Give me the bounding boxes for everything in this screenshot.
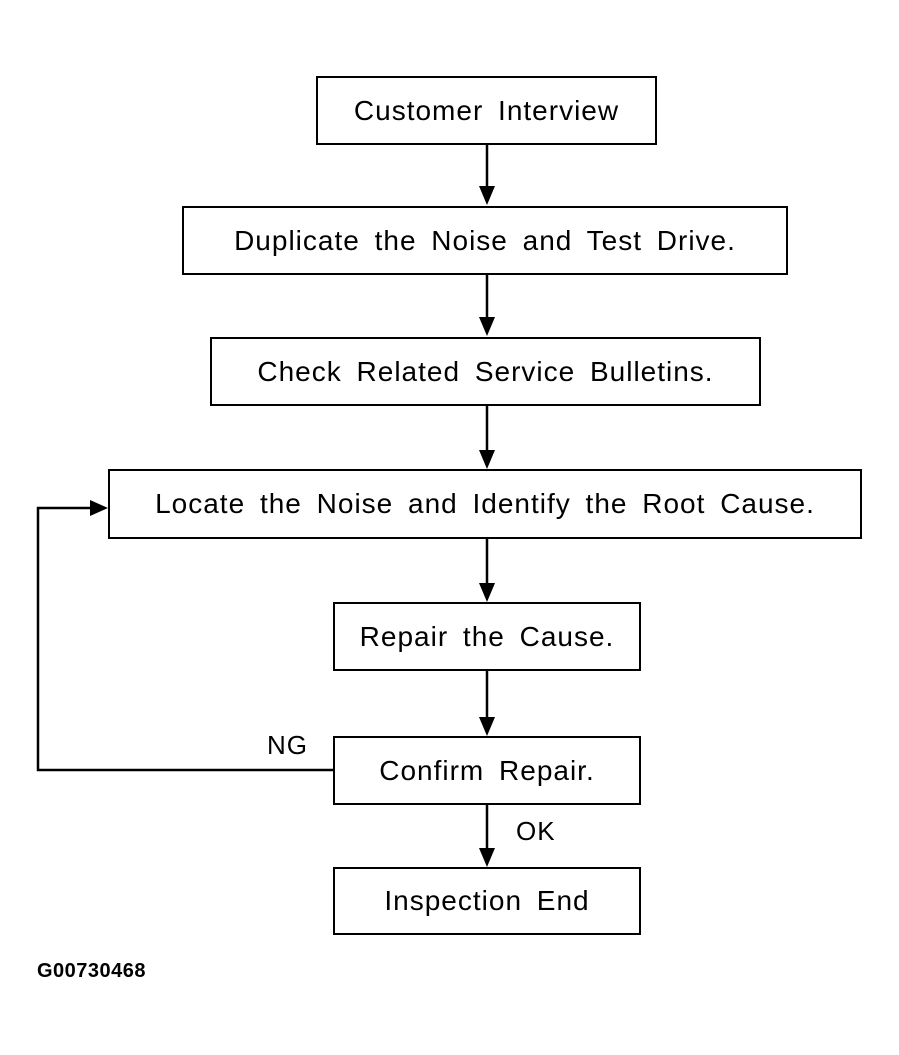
arrow-locate-to-repair — [479, 539, 495, 602]
step-label: Check Related Service Bulletins. — [257, 355, 714, 387]
arrow-confirm-to-end — [479, 804, 495, 867]
arrow-check-to-locate — [479, 406, 495, 469]
step-repair-cause: Repair the Cause. — [333, 602, 641, 671]
step-label: Repair the Cause. — [359, 620, 615, 652]
step-locate-noise: Locate the Noise and Identify the Root C… — [108, 469, 862, 539]
step-customer-interview: Customer Interview — [316, 76, 657, 145]
step-label: Locate the Noise and Identify the Root C… — [155, 488, 815, 519]
arrow-repair-to-confirm — [479, 670, 495, 736]
step-label: Customer Interview — [353, 94, 620, 126]
step-inspection-end: Inspection End — [333, 867, 641, 935]
arrow-duplicate-to-check — [479, 274, 495, 336]
step-label: Duplicate the Noise and Test Drive. — [234, 224, 736, 256]
branch-label-ok: OK — [516, 816, 556, 846]
step-confirm-repair: Confirm Repair. — [333, 736, 641, 805]
branch-label-ng: NG — [267, 730, 308, 760]
step-duplicate-noise: Duplicate the Noise and Test Drive. — [182, 206, 788, 275]
step-check-bulletins: Check Related Service Bulletins. — [210, 337, 761, 406]
step-label: Inspection End — [384, 885, 590, 916]
arrow-ng-loop — [36, 500, 333, 772]
figure-id: G00730468 — [37, 960, 147, 982]
step-label: Confirm Repair. — [379, 754, 595, 786]
arrow-interview-to-duplicate — [479, 144, 495, 205]
